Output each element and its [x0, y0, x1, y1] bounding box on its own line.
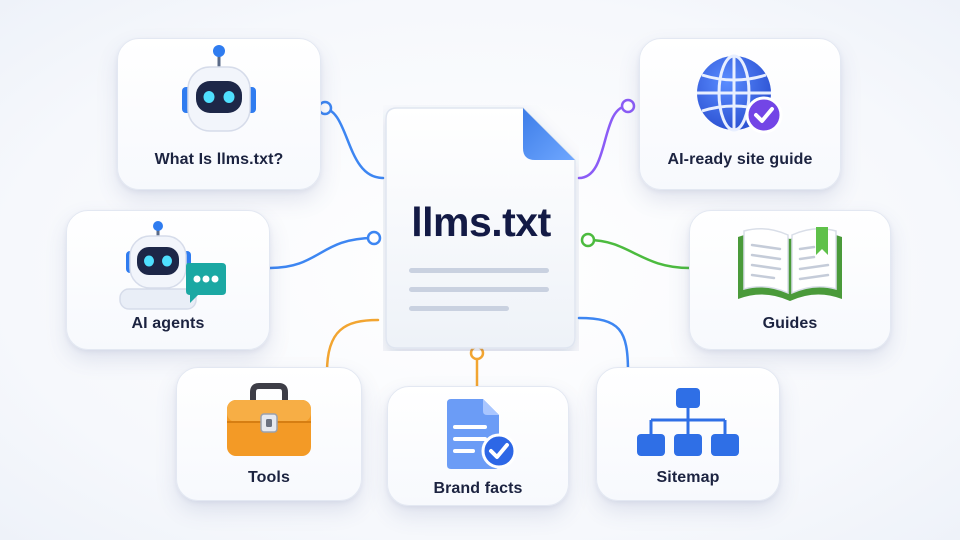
document-title: llms.txt — [411, 199, 551, 245]
connector-ai-ready — [577, 104, 630, 180]
node-ai-ready-site-guide[interactable]: AI-ready site guide — [639, 38, 841, 190]
connector-what-is — [320, 106, 385, 180]
open-book-icon — [738, 227, 842, 301]
node-ai-agents[interactable]: AI agents — [66, 210, 270, 350]
robot-chat-icon — [119, 221, 226, 310]
connector-sitemap — [577, 316, 630, 374]
node-sitemap[interactable]: Sitemap — [596, 367, 780, 501]
node-what-is-llms-txt[interactable]: What Is llms.txt? — [117, 38, 321, 190]
node-label: AI agents — [131, 315, 205, 332]
node-label: What Is llms.txt? — [154, 151, 284, 168]
connector-dot — [366, 230, 382, 246]
llms-txt-document: llms.txt — [383, 105, 579, 351]
node-label: Brand facts — [433, 480, 523, 497]
connector-dot — [580, 232, 596, 248]
node-label: Sitemap — [656, 469, 720, 486]
connector-tools — [325, 318, 380, 374]
node-label: Tools — [248, 469, 290, 486]
document-shape — [385, 107, 576, 349]
connector-guides — [586, 238, 692, 270]
toolbox-icon — [227, 383, 311, 456]
node-brand-facts[interactable]: Brand facts — [387, 386, 569, 506]
connector-ai-agents — [268, 236, 376, 270]
globe-check-icon — [697, 54, 783, 134]
document-check-icon — [447, 399, 517, 469]
node-tools[interactable]: Tools — [176, 367, 362, 501]
connector-dot — [620, 98, 636, 114]
node-label: AI-ready site guide — [667, 151, 813, 168]
robot-icon — [182, 45, 256, 132]
node-label: Guides — [762, 315, 818, 332]
sitemap-icon — [637, 388, 739, 456]
node-guides[interactable]: Guides — [689, 210, 891, 350]
